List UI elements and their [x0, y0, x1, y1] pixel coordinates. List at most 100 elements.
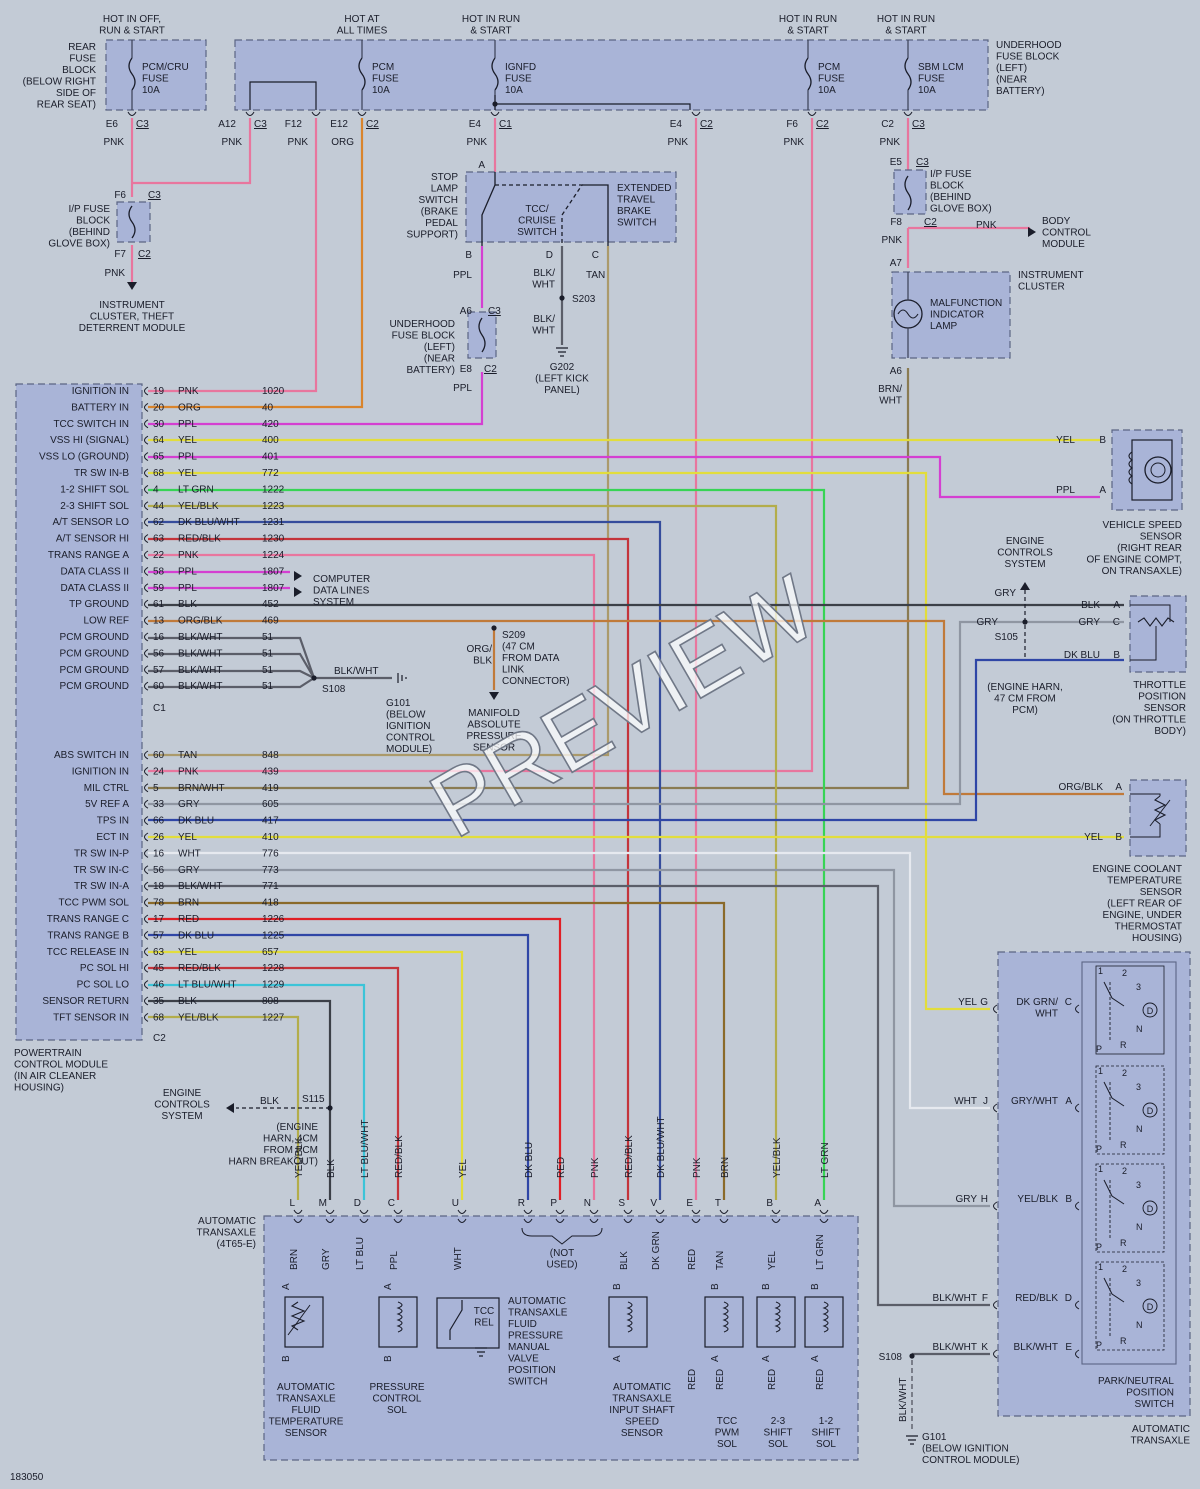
internal-wire-color: RED	[715, 1369, 726, 1390]
pnp-block-outline	[1081, 961, 1177, 1365]
switch-contact	[481, 172, 496, 246]
wire-color-label: BRN/WHT	[878, 384, 902, 407]
fuse-icon	[128, 57, 136, 91]
connector-terminal-icon	[771, 1218, 781, 1223]
pcm-wire-color: BLK/WHT	[178, 665, 222, 676]
sensor-pin: B	[710, 1283, 721, 1290]
connector-terminal-icon	[393, 1209, 403, 1214]
splice-label: S203	[572, 294, 596, 305]
splice-s108-label: S108	[322, 684, 346, 695]
connector-pin: E6	[106, 119, 119, 130]
connector-pin: K	[981, 1342, 988, 1353]
connector-pin: E4	[469, 119, 482, 130]
connector-pin: B	[1065, 1194, 1072, 1205]
wire-848-tan	[148, 246, 610, 757]
transaxle-pin: C	[388, 1198, 395, 1209]
vss-gear-icon	[1144, 456, 1172, 484]
pnp-position: P	[1096, 1144, 1102, 1154]
solenoid-coil-icon	[822, 1301, 829, 1333]
pcm-pin-number: 63	[153, 534, 165, 545]
connector-terminal-icon	[555, 1218, 565, 1223]
wire-1225-dkblu	[148, 933, 530, 1200]
sensor-pin: B	[612, 1283, 623, 1290]
transaxle-pin: B	[766, 1198, 773, 1209]
internal-wire-color: YEL	[767, 1251, 778, 1270]
pcm-circuit: 772	[262, 468, 279, 479]
pcm-pin-number: 56	[153, 648, 165, 659]
connector-terminal-icon	[293, 1209, 303, 1214]
internal-wire-color: LT BLU	[355, 1237, 366, 1270]
connector-pin: E8	[460, 364, 473, 375]
pcm-circuit: 657	[262, 947, 279, 958]
connector-terminal-icon	[903, 111, 913, 116]
pcm-pin-number: 4	[153, 484, 159, 495]
wire-1224-pnk	[148, 553, 596, 1200]
pcm-terminal-icon	[144, 435, 149, 445]
pcm-circuit: 808	[262, 996, 279, 1007]
pcm-circuit: 605	[262, 799, 279, 810]
vss-block	[1111, 429, 1183, 511]
pcm-terminal-icon	[144, 750, 149, 760]
connector-terminal-icon	[719, 1218, 729, 1223]
pnp-position: 1	[1098, 1262, 1103, 1272]
connector-id: C3	[254, 119, 267, 130]
pcm-wire-color: LT GRN	[178, 484, 214, 495]
connector-terminal-icon	[457, 1209, 467, 1214]
wire-418-brn	[148, 901, 726, 1200]
connector-pin: F7	[114, 249, 126, 260]
connector-terminal-icon	[357, 111, 367, 116]
pcm-pin-label: A/T SENSOR LO	[52, 517, 129, 528]
transaxle-wire-color: YEL	[458, 1159, 469, 1178]
wire-color-label: PPL	[453, 270, 472, 281]
pcm-pin-number: 16	[153, 632, 165, 643]
wire-color-label: PNK	[976, 220, 997, 231]
pcm-pin-label: PCM GROUND	[60, 665, 129, 676]
pcm-circuit: 1227	[262, 1012, 285, 1023]
pcm-pin-label: TRANS RANGE C	[47, 914, 129, 925]
wire-color-label: PNK	[221, 137, 242, 148]
connector-pin: B	[1099, 435, 1106, 446]
connector-id: C3	[916, 157, 929, 168]
connector-terminal-icon	[655, 1218, 665, 1223]
vss-coil-icon	[1128, 451, 1133, 485]
vss-gear-hub-icon	[1150, 462, 1166, 478]
pcm-terminal-icon	[144, 799, 149, 809]
pcm-terminal-icon	[144, 665, 149, 675]
connector-terminal-icon	[359, 1209, 369, 1214]
pnp-position: D	[1147, 1204, 1154, 1214]
tps-resistor-icon	[1137, 617, 1175, 627]
pcm-terminal-icon	[144, 947, 149, 957]
tps-wiper	[1130, 626, 1157, 661]
pcm-wire-color: ORG/BLK	[178, 616, 223, 627]
transaxle-pin: A	[814, 1198, 821, 1209]
pcm-pin-number: 60	[153, 681, 165, 692]
wire-color-label: ORG/BLK	[1059, 782, 1104, 793]
pcm-pin-label: TR SW IN-A	[74, 881, 129, 892]
pcm-wire-color: BLK/WHT	[178, 648, 222, 659]
pcm-pin-number: 5	[153, 783, 159, 794]
pcm-terminal-icon	[144, 930, 149, 940]
ground-icon	[906, 1435, 918, 1445]
transaxle-wire-color: YEL/BLK	[294, 1137, 305, 1178]
pcm-terminal-icon	[144, 996, 149, 1006]
pcm-pin-label: VSS HI (SIGNAL)	[50, 435, 129, 446]
transaxle-wire-color: LT GRN	[820, 1142, 831, 1178]
internal-wire-color: LT GRN	[815, 1234, 826, 1270]
connector-pin: D	[1065, 1293, 1072, 1304]
pcm-pin-number: 57	[153, 665, 165, 676]
pcm-pin-number: 63	[153, 947, 165, 958]
connector-pin: E12	[330, 119, 348, 130]
connector-terminal-icon	[993, 1349, 998, 1359]
pcm-terminal-icon	[144, 386, 149, 396]
internal-wire-color: BLK	[619, 1251, 630, 1270]
pcm-pin-label: TCC SWITCH IN	[53, 419, 129, 430]
pcm-pin-label: ABS SWITCH IN	[54, 750, 129, 761]
